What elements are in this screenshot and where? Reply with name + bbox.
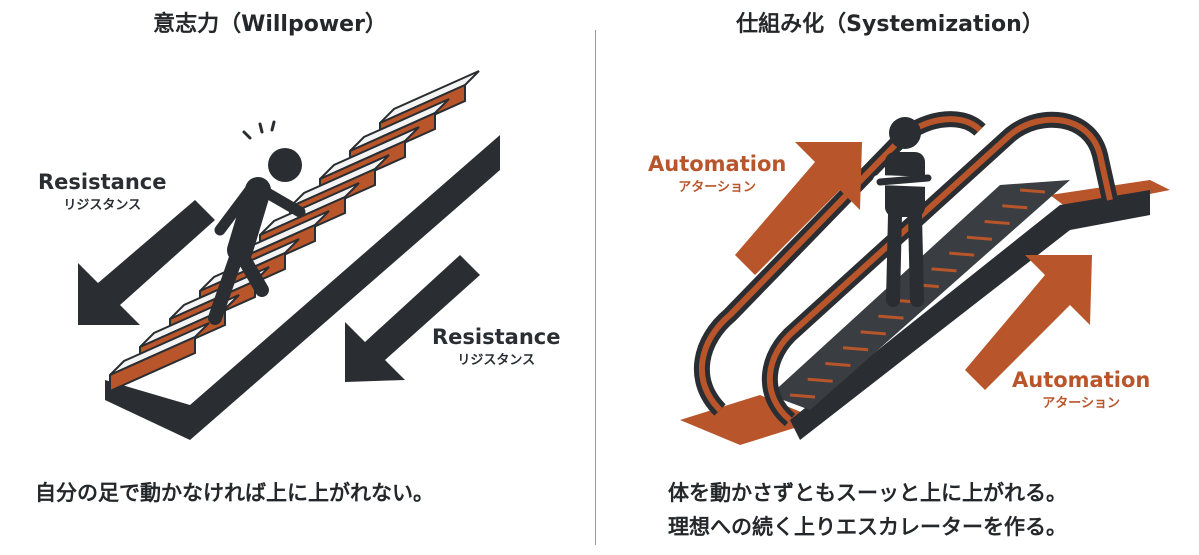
escalator-step: [1019, 188, 1046, 194]
automation-label-lower: Automation アターション: [1012, 368, 1150, 411]
automation-label-upper: Automation アターション: [648, 152, 786, 195]
escalator-step: [966, 235, 993, 241]
label-ja: アターション: [678, 180, 757, 195]
label-en: Resistance: [432, 325, 561, 349]
escalator-step: [860, 330, 886, 336]
escalator-step: [949, 251, 975, 257]
right-caption-line-2: 理想への続く上りエスカレーターを作る。: [668, 515, 1067, 539]
left-title: 意志力（Willpower）: [153, 12, 387, 37]
escalator-step: [825, 361, 851, 367]
escalator-step: [807, 377, 833, 383]
divider: [595, 30, 596, 545]
escalator-step: [842, 346, 869, 352]
climbing-person-figure: [208, 120, 306, 325]
stair-riser: [109, 335, 196, 393]
resistance-arrow-lower: [345, 255, 480, 382]
escalator-step: [878, 314, 904, 320]
escalator-step: [789, 393, 816, 399]
staircase-side: [105, 135, 500, 440]
label-en: Automation: [1012, 368, 1151, 392]
automation-arrow-upper: [735, 142, 862, 275]
escalator-step: [931, 267, 957, 273]
escalator-step: [984, 220, 1010, 226]
resistance-arrow-upper: [78, 200, 215, 325]
left-caption: 自分の足で動かなければ上に上がれない。: [35, 481, 434, 505]
right-title: 仕組み化（Systemization）: [736, 12, 1044, 37]
label-ja: アターション: [1042, 396, 1121, 411]
label-ja: リジスタンス: [63, 198, 142, 213]
resistance-label-upper: Resistance リジスタンス: [38, 170, 166, 213]
label-en: Automation: [648, 152, 787, 176]
label-en: Resistance: [38, 170, 167, 194]
escalator-step: [1002, 204, 1028, 210]
resistance-label-lower: Resistance リジスタンス: [432, 325, 560, 368]
escalator-truss: [790, 190, 1150, 440]
label-ja: リジスタンス: [457, 353, 536, 368]
automation-arrow-lower: [965, 255, 1092, 390]
right-caption-line-1: 体を動かさずともスーッと上に上がれる。: [668, 481, 1067, 505]
standing-person-figure: [873, 117, 935, 307]
